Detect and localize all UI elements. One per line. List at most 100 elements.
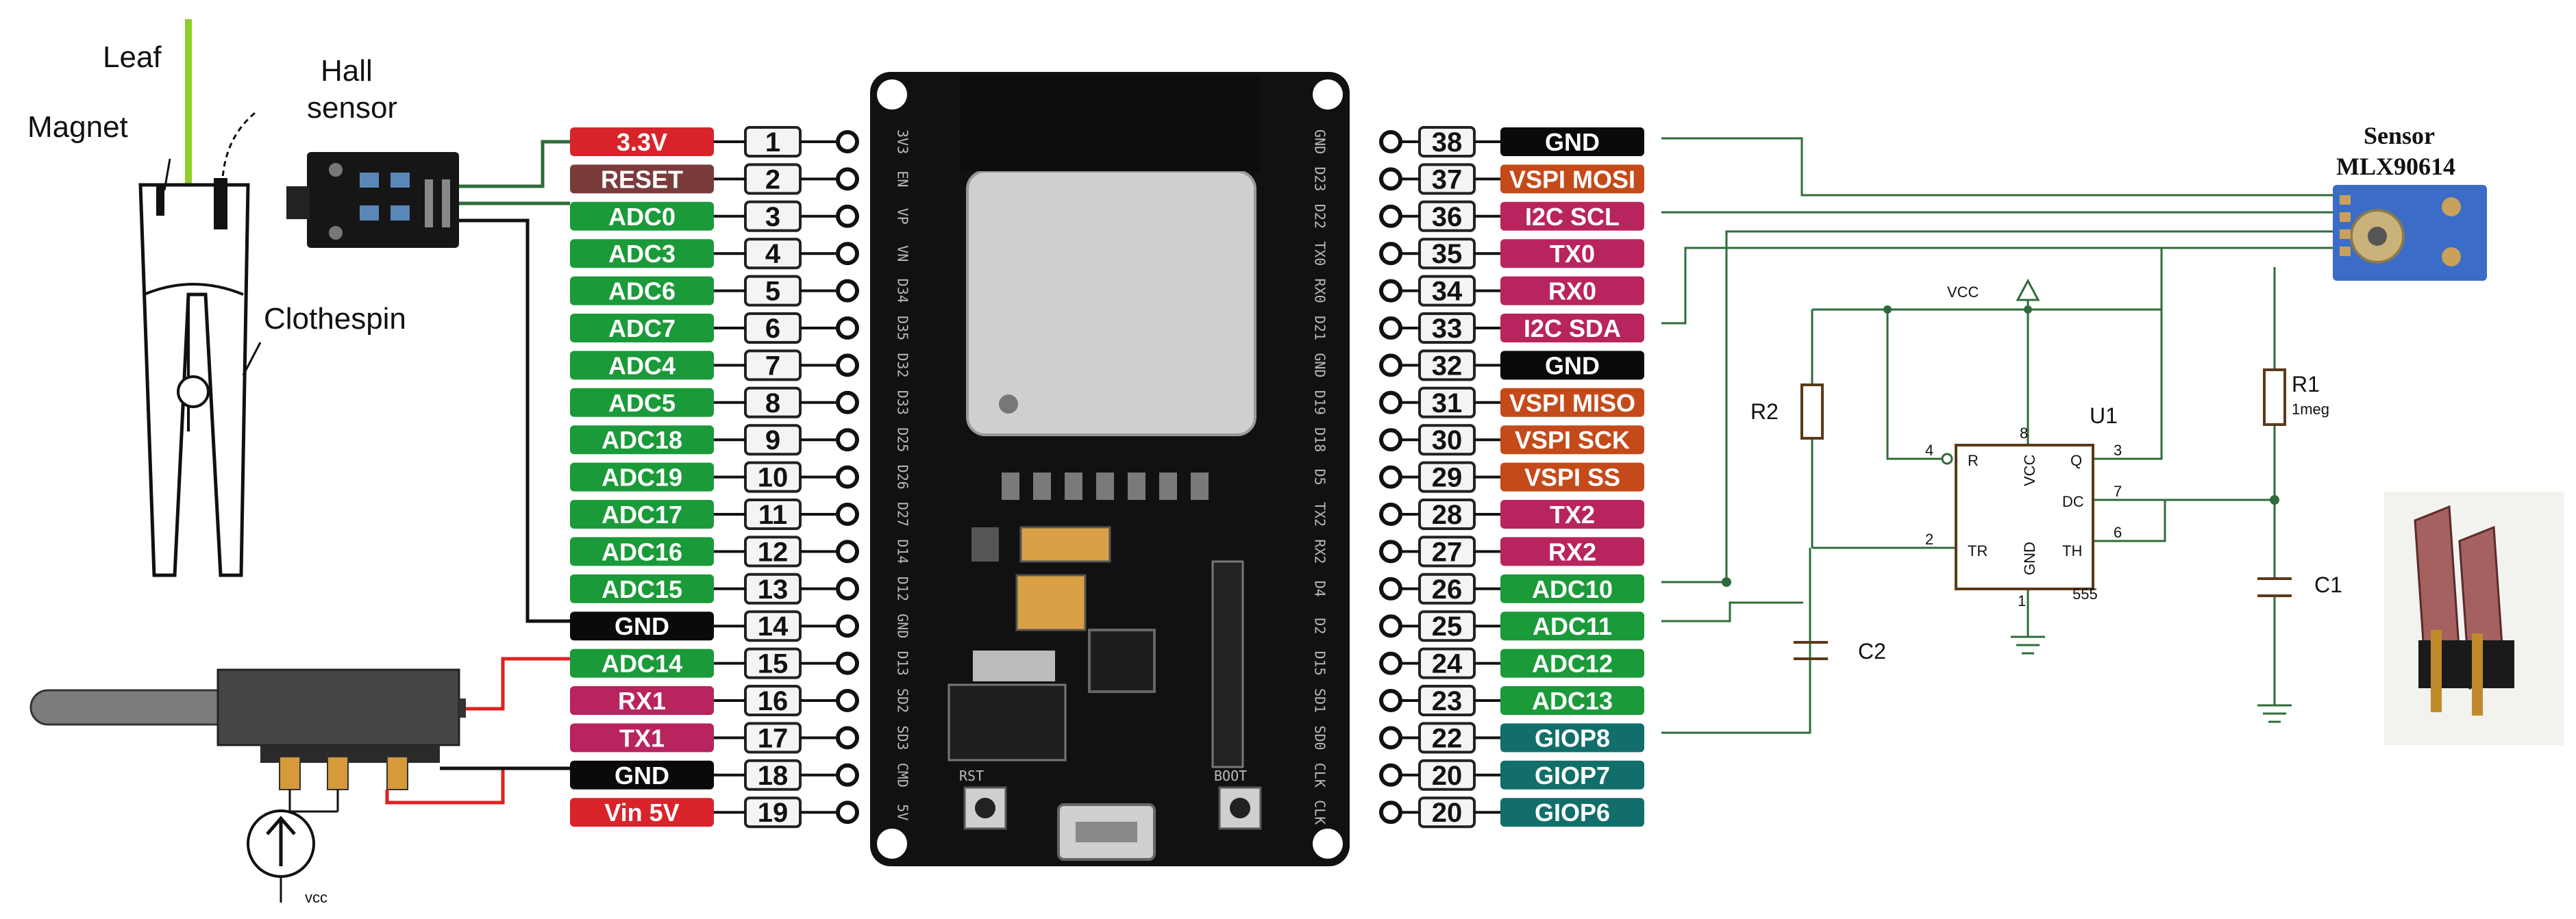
hall-element — [214, 178, 227, 229]
pin-label: VSPI MISO — [1509, 389, 1635, 417]
pin-hole-icon — [836, 279, 859, 303]
chip-pin-label: SD1 — [1312, 688, 1328, 713]
pin-hole-icon — [1379, 130, 1402, 153]
pin-number: 30 — [1432, 425, 1463, 455]
pin-num-1: 1 — [2018, 592, 2026, 609]
pin-number: 16 — [758, 686, 789, 716]
pin-label: TX0 — [1550, 240, 1595, 268]
pin-hole-icon — [1379, 651, 1402, 675]
pin-label-box — [1500, 798, 1644, 827]
pin-label: GIOP7 — [1535, 761, 1610, 790]
pin-hole-icon — [836, 801, 859, 824]
pin-label-box — [570, 612, 714, 641]
pin-label-box — [570, 723, 714, 753]
pin-hole-icon — [836, 390, 859, 414]
pin-hole-icon — [1379, 316, 1402, 340]
pin-number: 13 — [758, 575, 789, 605]
pin-hole-icon — [836, 577, 859, 601]
pin-number: 7 — [765, 351, 780, 381]
r1-label: R1 — [2292, 372, 2320, 396]
boot-label: BOOT — [1214, 768, 1247, 784]
pin-number: 34 — [1432, 277, 1463, 307]
pin-dc-label: DC — [2062, 493, 2084, 510]
pin-hole-icon — [1379, 540, 1402, 564]
pin-label-box — [570, 127, 714, 156]
sensor-caption-line2: MLX90614 — [2336, 153, 2455, 180]
pin-label: GND — [1545, 351, 1600, 379]
magnet-caption: Magnet — [27, 110, 128, 144]
pin-hole-icon — [836, 614, 859, 638]
probe-vcc-caption: vcc — [305, 889, 327, 906]
chip-pin-label: 3V3 — [895, 129, 911, 154]
pin-number: 8 — [765, 388, 780, 418]
pin-label-box — [570, 686, 714, 715]
pin-label-box — [570, 649, 714, 678]
pin-label-box — [1500, 201, 1644, 231]
chip-pin-label: D27 — [895, 502, 911, 527]
vcc-label: VCC — [1947, 284, 1979, 301]
pin-num-2: 2 — [1925, 531, 1933, 548]
pin-label-box — [1500, 649, 1644, 678]
pin-number: 33 — [1432, 314, 1463, 344]
resistor-r1 — [2263, 368, 2286, 426]
pin-hole-icon — [836, 465, 859, 489]
reset-button-icon — [975, 798, 995, 818]
right-pin-16: ADC13 23 SD1 — [1312, 685, 1644, 716]
pin-label: GIOP8 — [1535, 724, 1610, 752]
pin-hole-icon — [1379, 390, 1402, 414]
pin-label-box — [1500, 127, 1644, 156]
pin-label: ADC13 — [1532, 687, 1613, 715]
pin-label: ADC5 — [608, 389, 676, 417]
pin-hole-icon — [1379, 353, 1402, 377]
pin-label: TX1 — [619, 724, 665, 752]
pin-number: 14 — [758, 612, 789, 642]
pin-number: 17 — [758, 723, 789, 753]
pin-number: 24 — [1432, 649, 1463, 679]
pin-hole-icon — [1379, 689, 1402, 712]
mlx90614-sensor: Sensor MLX90614 — [2333, 122, 2487, 281]
pin-number: 23 — [1432, 686, 1463, 716]
pin-tr-label: TR — [1968, 542, 1987, 559]
pin-label-box — [1500, 462, 1644, 492]
pin-label: VSPI MOSI — [1509, 165, 1635, 193]
chip-pin-label: SD3 — [895, 725, 911, 750]
pin-label: 3.3V — [617, 128, 667, 156]
pin-hole-icon — [1379, 204, 1402, 228]
pin-number: 25 — [1432, 612, 1463, 642]
pin-label-box — [570, 201, 714, 231]
pin-label: ADC6 — [608, 277, 676, 305]
pin-label: ADC16 — [602, 538, 682, 566]
chip-pin-label: GND — [895, 614, 911, 638]
pin-label: ADC18 — [602, 426, 682, 454]
pin-label-box — [570, 537, 714, 566]
chip-pin-label: RX0 — [1312, 279, 1328, 303]
pin-hole-icon — [1379, 763, 1402, 787]
pin-hole-icon — [836, 130, 859, 153]
chip-pin-label: CMD — [895, 763, 911, 788]
pin-label-box — [570, 425, 714, 455]
pin-hole-icon — [836, 689, 859, 712]
pin-label-box — [570, 239, 714, 268]
chip-pin-label: D14 — [895, 539, 911, 564]
pin-number: 4 — [765, 239, 781, 269]
pin-label-box — [1500, 351, 1644, 380]
hall-caption-line1: Hall — [321, 54, 373, 88]
pin-number: 3 — [765, 202, 780, 232]
pin-number: 29 — [1432, 463, 1463, 493]
electrode-pair — [2384, 492, 2564, 745]
pin-number: 10 — [758, 463, 789, 493]
right-wires — [1661, 137, 2346, 734]
timer-schematic — [1809, 248, 2276, 733]
clothespin-caption: Clothespin — [264, 302, 406, 336]
clothespin — [138, 183, 250, 577]
